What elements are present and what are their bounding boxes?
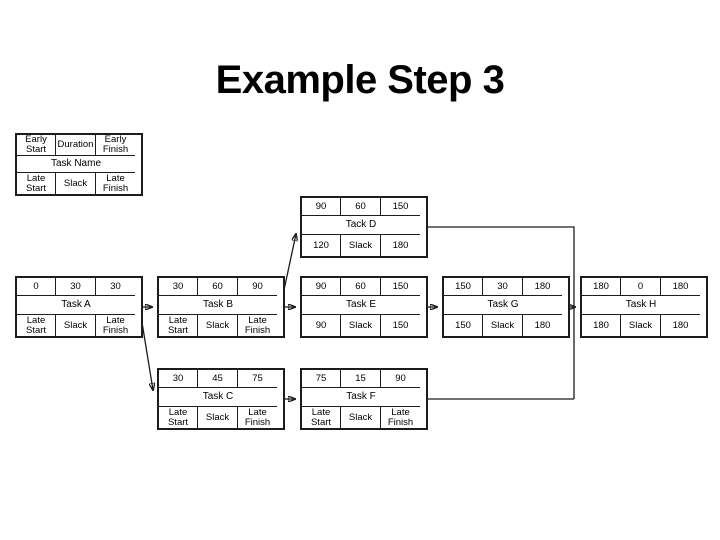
legend-early-start: Early Start bbox=[17, 135, 56, 156]
legend-duration: Duration bbox=[56, 135, 96, 156]
task-e-slack: Slack bbox=[341, 315, 381, 336]
task-c-early-start: 30 bbox=[159, 370, 198, 388]
task-e-duration: 60 bbox=[341, 278, 381, 296]
task-h-name: Task H bbox=[582, 296, 700, 315]
legend-box: Early Start Duration Early Finish Task N… bbox=[15, 133, 143, 196]
legend-late-finish: Late Finish bbox=[102, 173, 129, 194]
task-node-c: 30 45 75 Task C Late Start Slack Late Fi… bbox=[157, 368, 285, 430]
task-b-name: Task B bbox=[159, 296, 277, 315]
task-e-name: Task E bbox=[302, 296, 420, 315]
task-h-slack: Slack bbox=[621, 315, 661, 336]
task-g-duration: 30 bbox=[483, 278, 523, 296]
task-c-late-start: Late Start bbox=[159, 407, 198, 428]
task-node-a: 0 30 30 Task A Late Start Slack Late Fin… bbox=[15, 276, 143, 338]
task-a-duration: 30 bbox=[56, 278, 96, 296]
task-c-name: Task C bbox=[159, 388, 277, 407]
legend-early-finish: Early Finish bbox=[96, 135, 135, 156]
task-g-early-finish: 180 bbox=[523, 278, 562, 296]
task-f-name: Task F bbox=[302, 388, 420, 407]
task-a-early-start: 0 bbox=[17, 278, 56, 296]
task-h-late-finish: 180 bbox=[672, 319, 689, 331]
task-f-slack: Slack bbox=[341, 407, 381, 428]
task-g-early-start: 150 bbox=[444, 278, 483, 296]
task-node-h: 180 0 180 Task H 180 Slack 180 bbox=[580, 276, 708, 338]
task-node-b: 30 60 90 Task B Late Start Slack Late Fi… bbox=[157, 276, 285, 338]
task-a-name: Task A bbox=[17, 296, 135, 315]
legend-task-name: Task Name bbox=[17, 156, 135, 173]
task-d-duration: 60 bbox=[341, 198, 381, 216]
task-d-early-finish: 150 bbox=[381, 198, 420, 216]
task-a-late-finish: Late Finish bbox=[102, 315, 129, 336]
task-a-slack: Slack bbox=[56, 315, 96, 336]
task-g-late-finish: 180 bbox=[534, 319, 551, 331]
legend-late-start: Late Start bbox=[17, 173, 56, 194]
task-c-early-finish: 75 bbox=[238, 370, 277, 388]
task-c-slack: Slack bbox=[198, 407, 238, 428]
slide-title: Example Step 3 bbox=[215, 58, 505, 102]
task-d-early-start: 90 bbox=[302, 198, 341, 216]
task-d-late-finish: 180 bbox=[392, 239, 409, 251]
task-g-late-start: 150 bbox=[444, 315, 483, 336]
legend-slack: Slack bbox=[56, 173, 96, 194]
task-b-late-start: Late Start bbox=[159, 315, 198, 336]
task-b-early-finish: 90 bbox=[238, 278, 277, 296]
task-c-late-finish: Late Finish bbox=[244, 407, 271, 428]
task-node-f: 75 15 90 Task F Late Start Slack Late Fi… bbox=[300, 368, 428, 430]
task-g-slack: Slack bbox=[483, 315, 523, 336]
task-f-late-start: Late Start bbox=[302, 407, 341, 428]
task-d-name: Tack D bbox=[302, 216, 420, 235]
task-d-slack: Slack bbox=[341, 235, 381, 256]
task-g-name: Task G bbox=[444, 296, 562, 315]
task-a-late-start: Late Start bbox=[17, 315, 56, 336]
task-b-early-start: 30 bbox=[159, 278, 198, 296]
task-f-late-finish: Late Finish bbox=[387, 407, 414, 428]
task-b-duration: 60 bbox=[198, 278, 238, 296]
task-f-duration: 15 bbox=[341, 370, 381, 388]
task-a-early-finish: 30 bbox=[96, 278, 135, 296]
task-b-slack: Slack bbox=[198, 315, 238, 336]
task-node-d: 90 60 150 Tack D 120 Slack 180 bbox=[300, 196, 428, 258]
task-node-e: 90 60 150 Task E 90 Slack 150 bbox=[300, 276, 428, 338]
task-c-duration: 45 bbox=[198, 370, 238, 388]
task-e-late-start: 90 bbox=[302, 315, 341, 336]
task-d-late-start: 120 bbox=[302, 235, 341, 256]
task-e-early-finish: 150 bbox=[381, 278, 420, 296]
task-h-early-start: 180 bbox=[582, 278, 621, 296]
task-b-late-finish: Late Finish bbox=[244, 315, 271, 336]
task-f-early-start: 75 bbox=[302, 370, 341, 388]
task-node-g: 150 30 180 Task G 150 Slack 180 bbox=[442, 276, 570, 338]
task-e-early-start: 90 bbox=[302, 278, 341, 296]
task-h-duration: 0 bbox=[621, 278, 661, 296]
task-f-early-finish: 90 bbox=[381, 370, 420, 388]
task-e-late-finish: 150 bbox=[392, 319, 409, 331]
task-h-late-start: 180 bbox=[582, 315, 621, 336]
task-h-early-finish: 180 bbox=[661, 278, 700, 296]
